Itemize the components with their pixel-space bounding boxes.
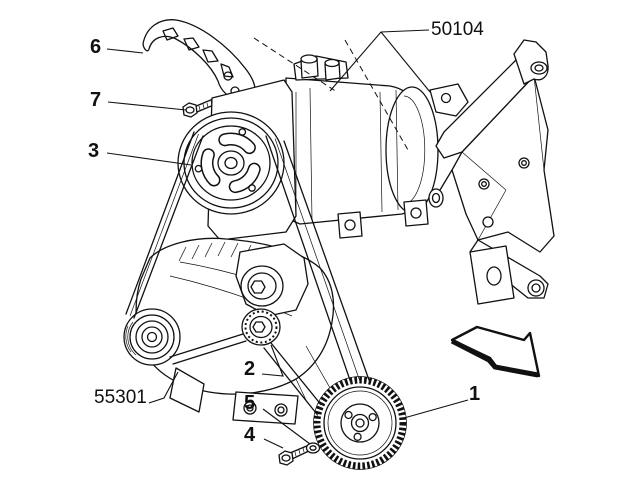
nut-5 [305, 442, 321, 454]
crank-bolt-4 [278, 444, 312, 466]
part-number-55301: 55301 [94, 387, 147, 408]
crankshaft-pulley [313, 376, 407, 470]
mounting-bracket [428, 39, 555, 305]
callout-1: 1 [469, 383, 481, 405]
callout-2: 2 [244, 358, 256, 380]
ac-compressor [177, 54, 439, 241]
drive-belt [125, 131, 370, 424]
callout-3: 3 [88, 140, 100, 162]
belt-guard-brace [142, 19, 256, 101]
callout-5: 5 [244, 392, 256, 414]
callout-4: 4 [244, 424, 256, 446]
callout-7: 7 [90, 89, 102, 111]
callout-6: 6 [90, 36, 102, 58]
compressor-pulley [177, 111, 285, 215]
direction-arrow [450, 325, 541, 378]
part-number-50104: 50104 [431, 19, 484, 40]
leader-lines [106, 29, 469, 449]
belt-tensioner [235, 243, 309, 346]
alternator-pulley [123, 308, 181, 366]
